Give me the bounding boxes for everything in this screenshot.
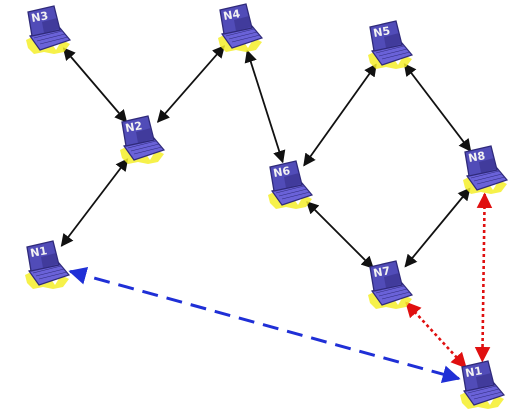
- keyboard-row-icon: [476, 176, 506, 185]
- node-n5[interactable]: N5: [368, 20, 414, 69]
- keyboard-row-icon: [473, 173, 503, 182]
- node-label: N5: [372, 24, 391, 40]
- keyboard-row-icon: [228, 31, 258, 40]
- node-label: N7: [372, 264, 391, 280]
- node-label: N1: [29, 244, 48, 260]
- node-label: N4: [222, 7, 241, 23]
- screen-shade-icon: [41, 253, 58, 268]
- link-n4-n6: [244, 49, 286, 164]
- screen-shade-icon: [384, 273, 401, 288]
- keyboard-row-icon: [231, 34, 261, 43]
- link-n2-n4: [156, 45, 226, 123]
- screen-shade-icon: [136, 128, 153, 143]
- links-layer: [60, 45, 493, 383]
- node-n4[interactable]: N4: [218, 3, 264, 52]
- keyboard-row-icon: [133, 146, 163, 155]
- link-n7-n8: [404, 187, 471, 268]
- node-label: N1: [464, 364, 483, 380]
- keyboard-row-icon: [127, 140, 157, 149]
- node-n1-right[interactable]: N1: [460, 360, 506, 409]
- link-n8-n1-right: [474, 192, 493, 363]
- node-n6[interactable]: N6: [268, 160, 314, 209]
- link-n2-n1-left: [60, 158, 129, 247]
- keyboard-row-icon: [470, 170, 500, 179]
- screen-shade-icon: [284, 173, 301, 188]
- screen-shade-icon: [479, 158, 496, 173]
- keyboard-row-icon: [281, 191, 311, 200]
- keyboard-row-icon: [470, 388, 500, 397]
- link-n6-n5: [303, 63, 377, 167]
- keyboard-row-icon: [275, 185, 305, 194]
- node-n2[interactable]: N2: [120, 115, 166, 164]
- link-n7-n1-right: [405, 301, 467, 369]
- link-n5-n8: [403, 63, 472, 152]
- node-label: N2: [124, 119, 143, 135]
- keyboard-row-icon: [378, 288, 408, 297]
- node-label: N3: [30, 9, 49, 25]
- node-label: N6: [272, 164, 291, 180]
- screen-shade-icon: [42, 18, 59, 33]
- link-n3-n2: [62, 47, 128, 123]
- keyboard-row-icon: [375, 285, 405, 294]
- link-n1-left-n1-right: [68, 267, 461, 383]
- keyboard-row-icon: [33, 30, 63, 39]
- keyboard-row-icon: [38, 271, 68, 280]
- link-n6-n7: [306, 201, 374, 269]
- keyboard-row-icon: [32, 265, 62, 274]
- node-label: N8: [467, 149, 486, 165]
- node-n1-left[interactable]: N1: [25, 240, 71, 289]
- node-n3[interactable]: N3: [26, 5, 72, 54]
- keyboard-row-icon: [36, 33, 66, 42]
- keyboard-row-icon: [130, 143, 160, 152]
- keyboard-row-icon: [225, 28, 255, 37]
- keyboard-row-icon: [35, 268, 65, 277]
- keyboard-row-icon: [381, 51, 411, 60]
- keyboard-row-icon: [381, 291, 411, 300]
- keyboard-row-icon: [39, 36, 69, 45]
- keyboard-row-icon: [278, 188, 308, 197]
- node-n7[interactable]: N7: [368, 260, 414, 309]
- keyboard-row-icon: [473, 391, 503, 400]
- node-n8[interactable]: N8: [463, 145, 509, 194]
- screen-shade-icon: [384, 33, 401, 48]
- keyboard-row-icon: [375, 45, 405, 54]
- screen-shade-icon: [234, 16, 251, 31]
- keyboard-row-icon: [467, 385, 497, 394]
- keyboard-row-icon: [378, 48, 408, 57]
- screen-shade-icon: [476, 373, 493, 388]
